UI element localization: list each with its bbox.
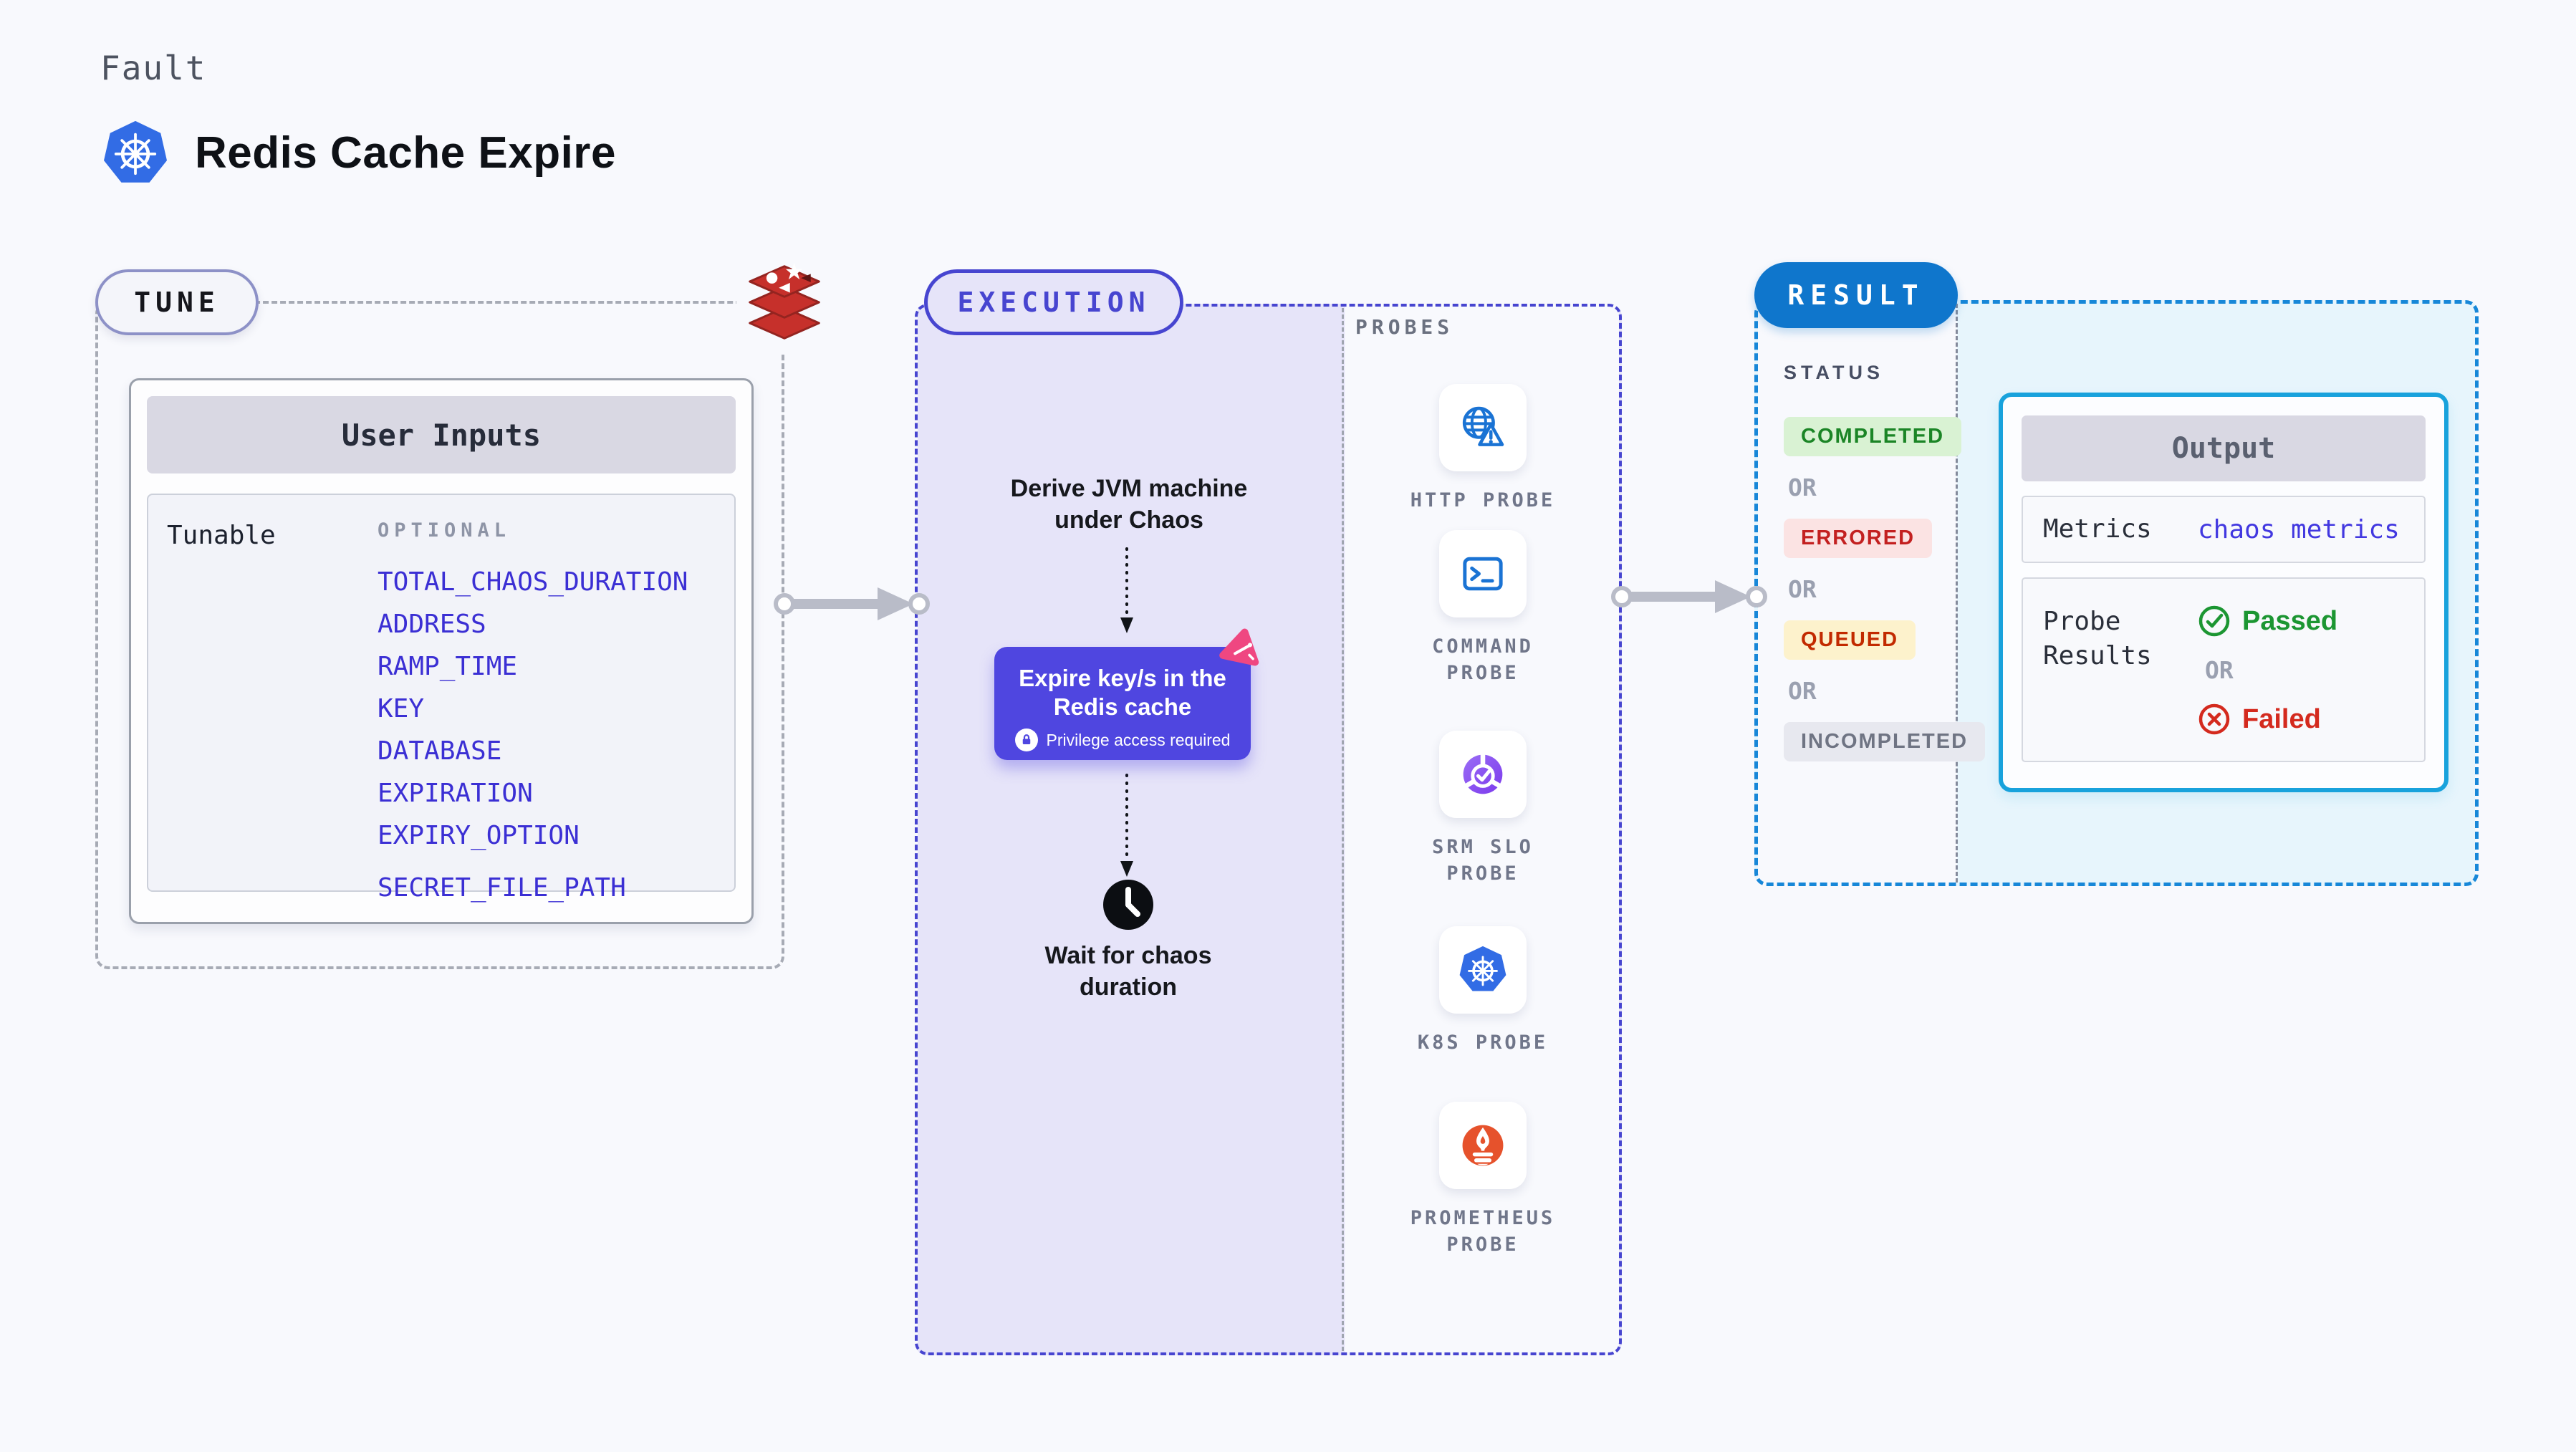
input-ramp-time[interactable]: RAMP_TIME (378, 652, 518, 681)
input-address[interactable]: ADDRESS (378, 610, 486, 639)
or-separator: OR (1788, 473, 1817, 501)
srm-slo-probe-label: SRM SLO PROBE (1383, 834, 1583, 887)
wait-step-line2: duration (1080, 973, 1177, 1001)
fault-kicker: Fault (100, 49, 207, 87)
probe-k8s: K8S PROBE (1383, 926, 1583, 1056)
derive-to-node-arrow (1120, 547, 1133, 633)
chaos-node-line2: Redis cache (1053, 693, 1192, 720)
probes-column-label: PROBES (1355, 315, 1454, 339)
passed-label: Passed (2242, 605, 2338, 636)
probe-results-values: Passed OR Failed (2198, 605, 2337, 736)
probe-label-line: K8S PROBE (1417, 1032, 1549, 1054)
chaos-metrics-link[interactable]: chaos metrics (2198, 514, 2400, 544)
check-circle-icon (2198, 605, 2230, 637)
probe-label-line: PROBE (1446, 862, 1519, 885)
probe-label-line: PROMETHEUS (1410, 1207, 1556, 1229)
redis-icon (736, 252, 832, 352)
input-expiry-option[interactable]: EXPIRY_OPTION (378, 821, 580, 850)
failed-label: Failed (2242, 703, 2321, 734)
prometheus-probe-label: PROMETHEUS PROBE (1383, 1205, 1583, 1258)
probe-results-label: Probe Results (2043, 607, 2152, 670)
probe-label-line: COMMAND (1432, 635, 1534, 658)
x-circle-icon (2198, 703, 2230, 735)
chaos-node-line1: Expire key/s in the (1019, 665, 1226, 691)
input-key[interactable]: KEY (378, 694, 425, 723)
kubernetes-icon (102, 117, 169, 189)
probe-prometheus: PROMETHEUS PROBE (1383, 1102, 1583, 1258)
user-inputs-card: User Inputs Tunable OPTIONAL TOTAL_CHAOS… (129, 378, 754, 924)
tune-pill: TUNE (95, 269, 259, 335)
result-pill: RESULT (1754, 262, 1958, 328)
output-title: Output (2022, 415, 2426, 481)
page-title: Redis Cache Expire (195, 128, 616, 178)
lock-icon (1014, 729, 1038, 751)
or-separator: OR (2205, 656, 2234, 684)
probe-result-passed: Passed (2198, 605, 2337, 638)
probe-http: HTTP PROBE (1383, 384, 1583, 514)
probe-srm-slo: SRM SLO PROBE (1383, 731, 1583, 887)
output-card: Output Metrics chaos metrics Probe Resul… (1999, 393, 2448, 792)
input-total-chaos-duration[interactable]: TOTAL_CHAOS_DURATION (378, 567, 688, 597)
derive-step-label: Derive JVM machine under Chaos (1001, 473, 1256, 536)
privilege-badge: Privilege access required (994, 729, 1251, 751)
clock-icon (1102, 878, 1155, 931)
result-divider (1956, 304, 1958, 883)
status-badge-errored: ERRORED (1784, 519, 1933, 558)
probe-command: COMMAND PROBE (1383, 530, 1583, 686)
execution-pill: EXECUTION (924, 269, 1183, 335)
tunable-input-list: TOTAL_CHAOS_DURATION ADDRESS RAMP_TIME K… (378, 561, 688, 909)
status-label: STATUS (1784, 362, 1884, 383)
probe-label-line: PROBE (1446, 1234, 1519, 1256)
node-to-wait-arrow (1120, 774, 1133, 877)
probe-label-line: PROBE (1446, 662, 1519, 684)
user-inputs-title: User Inputs (147, 396, 736, 473)
privilege-badge-label: Privilege access required (1046, 730, 1231, 749)
or-separator: OR (1788, 575, 1817, 603)
status-badge-incompleted: INCOMPLETED (1784, 722, 1986, 761)
tunable-panel: Tunable OPTIONAL TOTAL_CHAOS_DURATION AD… (147, 494, 736, 903)
status-badge-queued: QUEUED (1784, 620, 1916, 660)
probe-label-line: HTTP PROBE (1410, 489, 1556, 511)
probe-results-row: Probe Results Passed OR Failed (2022, 577, 2426, 762)
wait-step-line1: Wait for chaos (1044, 942, 1212, 969)
tunable-label: Tunable (167, 521, 276, 550)
command-probe-label: COMMAND PROBE (1383, 633, 1583, 686)
prometheus-probe-icon[interactable] (1439, 1102, 1527, 1189)
input-secret-file-path[interactable]: SECRET_FILE_PATH (378, 873, 626, 903)
tune-section-box (95, 301, 784, 969)
probe-label-line: SRM SLO (1432, 836, 1534, 858)
probe-result-failed: Failed (2198, 703, 2337, 736)
optional-label: OPTIONAL (378, 519, 511, 542)
derive-step-line1: Derive JVM machine (1010, 475, 1248, 502)
command-probe-icon[interactable] (1439, 530, 1527, 617)
metrics-label: Metrics (2043, 514, 2152, 544)
or-separator: OR (1788, 677, 1817, 705)
http-probe-label: HTTP PROBE (1383, 487, 1583, 514)
input-expiration[interactable]: EXPIRATION (378, 779, 533, 808)
wait-step-label: Wait for chaos duration (1017, 940, 1239, 1003)
k8s-probe-label: K8S PROBE (1383, 1029, 1583, 1056)
http-probe-icon[interactable] (1439, 384, 1527, 471)
input-database[interactable]: DATABASE (378, 736, 502, 766)
status-column: STATUS COMPLETED OR ERRORED OR QUEUED OR… (1784, 362, 1986, 779)
chaos-fault-node[interactable]: Expire key/s in the Redis cache Privileg… (994, 647, 1251, 760)
litmus-chaos-icon (1219, 626, 1264, 669)
tune-to-execution-arrow (774, 587, 930, 620)
execution-to-result-arrow (1611, 580, 1767, 613)
probes-divider (1342, 308, 1344, 1351)
k8s-probe-icon[interactable] (1439, 926, 1527, 1014)
srm-slo-probe-icon[interactable] (1439, 731, 1527, 818)
metrics-row: Metrics chaos metrics (2022, 496, 2426, 563)
derive-step-line2: under Chaos (1054, 506, 1203, 534)
status-badge-completed: COMPLETED (1784, 417, 1962, 456)
